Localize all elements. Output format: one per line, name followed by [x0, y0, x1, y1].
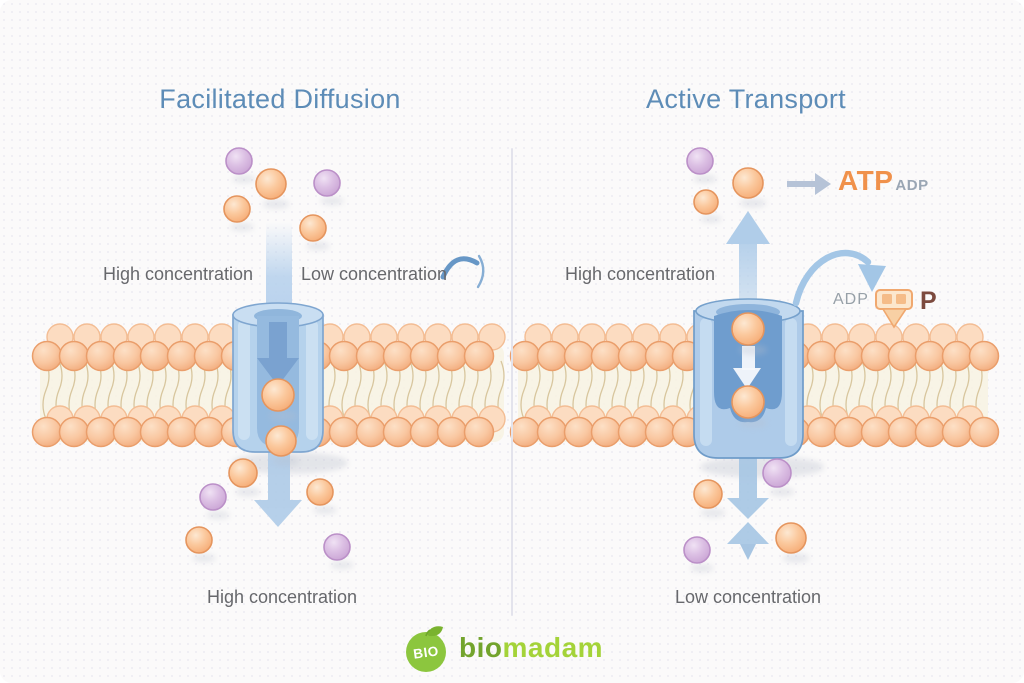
- solute-molecules-left-bottom: [185, 458, 354, 570]
- molecule-orange: [185, 526, 213, 554]
- molecule-orange: [255, 168, 287, 200]
- molecule-orange: [228, 458, 258, 488]
- molecule-orange: [223, 195, 251, 223]
- molecule-orange: [731, 312, 765, 346]
- right-panel-title: Active Transport: [646, 84, 846, 114]
- adp-label: ADP: [833, 291, 869, 308]
- solute-molecules-left-top: [223, 147, 344, 251]
- pump-protein-right: [693, 298, 804, 459]
- left-high-concentration-label: High concentration: [102, 264, 254, 284]
- molecule-orange: [693, 479, 723, 509]
- atp-label: ATP: [838, 165, 894, 196]
- molecule-orange: [693, 189, 719, 215]
- channel-shadow-right: [700, 456, 824, 478]
- molecule-orange: [261, 378, 295, 412]
- down-arrow-icon: [257, 322, 299, 386]
- molecule-purple: [686, 147, 714, 175]
- left-low-concentration-label: Low concentration: [300, 264, 448, 284]
- down-arrow-collision-icon: [727, 452, 769, 560]
- right-arrow-icon: [787, 173, 831, 195]
- up-arrow-icon: [726, 211, 770, 306]
- right-bottom-concentration-label: Low concentration: [674, 587, 822, 607]
- right-high-concentration-label: High concentration: [564, 264, 716, 284]
- curved-arrow-icon: [792, 249, 886, 307]
- molecule-orange: [265, 425, 297, 457]
- adp-sub-label: ADP: [895, 177, 929, 194]
- molecule-orange: [775, 522, 807, 554]
- left-bottom-concentration-label: High concentration: [206, 587, 358, 607]
- molecule-orange: [299, 214, 327, 242]
- phosphate-p-label: P: [920, 287, 937, 315]
- molecule-purple: [225, 147, 253, 175]
- molecule-purple: [762, 458, 792, 488]
- swoosh-icon: [440, 254, 485, 289]
- molecule-purple: [313, 169, 341, 197]
- phosphate-group-icon: [875, 289, 913, 329]
- brand-wordmark: biomadam: [459, 632, 603, 664]
- solute-molecules-right-bottom: [683, 458, 810, 573]
- molecule-purple: [323, 533, 351, 561]
- solute-molecules-left-channel: [261, 378, 300, 466]
- bio-logo-icon: BIO: [406, 626, 446, 672]
- brand-bio-text: bio: [459, 632, 503, 663]
- molecule-purple: [683, 536, 711, 564]
- solute-molecules-right-top: [686, 147, 767, 223]
- leaf-icon: [427, 626, 443, 637]
- panel-divider: [511, 148, 513, 616]
- logo-circle-text: BIO: [412, 643, 439, 661]
- molecule-orange: [306, 478, 334, 506]
- left-panel-title: Facilitated Diffusion: [159, 84, 401, 114]
- molecule-orange: [732, 167, 764, 199]
- molecule-orange: [731, 385, 765, 419]
- biomadam-logo: BIO: [401, 623, 451, 680]
- molecule-purple: [199, 483, 227, 511]
- brand-madam-text: madam: [502, 632, 604, 663]
- solute-molecules-right-channel: [731, 312, 768, 429]
